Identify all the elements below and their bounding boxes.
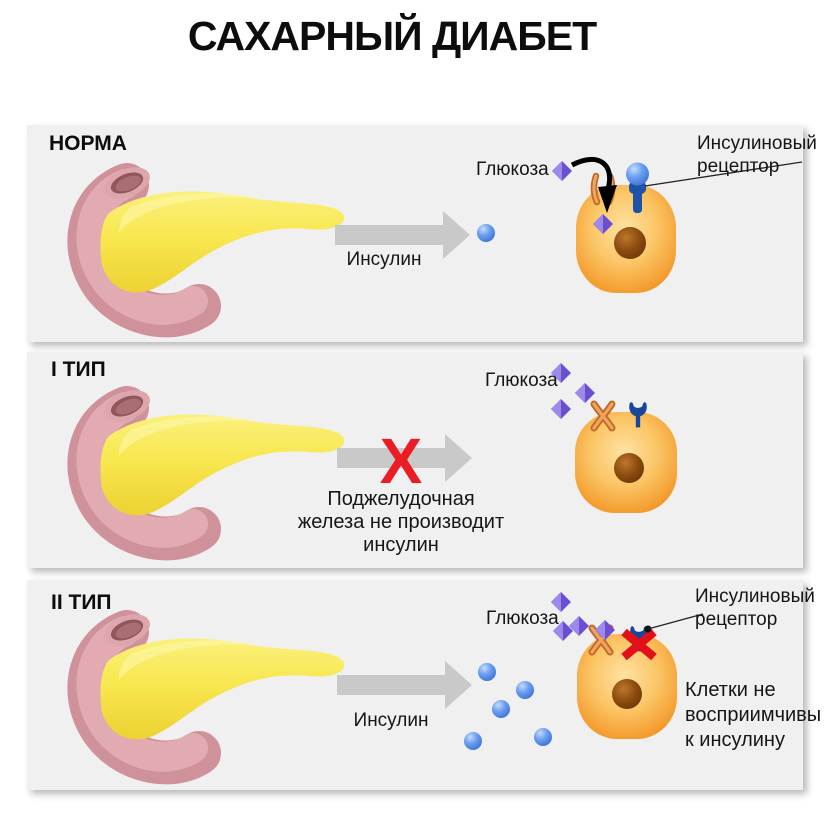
nucleus [614, 453, 644, 483]
glucose-diamond-icon [551, 399, 571, 419]
glucose-diamond-icon [569, 616, 589, 636]
flow-arrow-icon [337, 661, 472, 709]
type2-caption: Клетки не восприимчивы к инсулину [685, 679, 822, 751]
receptor-label: Инсулиновый рецептор [695, 586, 815, 630]
panel-type1-illustration: X [27, 352, 677, 568]
type1-caption: Поджелудочная железа не производит инсул… [297, 488, 505, 556]
insulin-receptor-icon [626, 162, 649, 213]
nucleus [612, 679, 642, 709]
pancreas-icon [89, 608, 344, 762]
pointer-line [644, 161, 803, 187]
panel-norma-label: НОРМА [49, 132, 127, 155]
glucose-label: Глюкоза [476, 159, 549, 180]
panel-type2: II ТИП Глюкоза Инсулин Инсулиновый рецеп… [27, 580, 821, 790]
insulin-label: Инсулин [346, 249, 422, 270]
insulin-label: Инсулин [353, 710, 429, 731]
insulin-sphere-icon [478, 663, 496, 681]
page-title: САХАРНЫЙ ДИАБЕТ [187, 13, 597, 59]
panel-type1: I ТИП X Глюкоза Поджелудочная железа не … [27, 352, 803, 568]
nucleus [614, 227, 646, 259]
entry-arrowhead [598, 185, 617, 213]
insulin-sphere-icon [464, 732, 482, 750]
panel-type2-illustration [27, 580, 704, 790]
receptor-label: Инсулиновый рецептор [697, 133, 817, 177]
insulin-sphere-icon [534, 728, 552, 746]
glucose-label: Глюкоза [486, 608, 559, 629]
pointer-line [647, 613, 704, 630]
panel-norma: НОРМА Глюкоза Инсулин Инсулиновый рецепт… [27, 125, 817, 342]
blocked-x-icon [621, 628, 657, 661]
insulin-sphere-icon [477, 224, 495, 242]
panel-type1-label: I ТИП [51, 358, 106, 381]
insulin-sphere-icon [516, 681, 534, 699]
panel-norma-illustration [27, 125, 803, 342]
entry-arrow-icon [570, 157, 612, 190]
glucose-diamond-icon [552, 161, 572, 181]
insulin-sphere-icon [492, 700, 510, 718]
glucose-label: Глюкоза [485, 370, 558, 391]
blocked-x-icon: X [380, 425, 423, 497]
glucose-diamond-icon [575, 383, 595, 403]
pancreas-icon [89, 161, 344, 315]
panel-type2-label: II ТИП [51, 591, 112, 614]
